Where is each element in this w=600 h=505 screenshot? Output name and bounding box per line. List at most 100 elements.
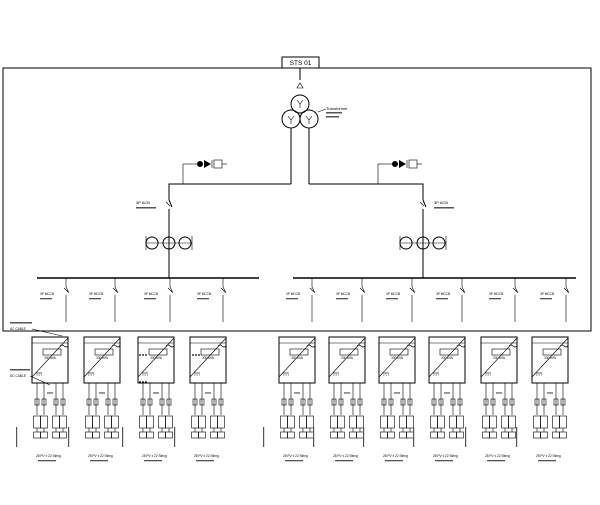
right-branch-line [309,183,424,200]
mccb-rating [436,298,448,300]
string-note [68,427,70,447]
inverter-block: 330 kVA 28 PV x 22 String [313,336,366,462]
left-continuation-dots [139,354,147,383]
mccb-feeder: 3P MCCB [89,277,119,323]
inverter-rating: 330 kVA [391,356,404,360]
mccb-rating [286,298,298,300]
string-note [363,427,365,447]
mccb-rating [540,298,552,300]
mccb-feeder: 3P MCCB [489,277,519,323]
string-power [335,460,353,462]
string-label: 28 PV x 22 String [36,454,61,458]
mccb-label: 3P MCCB [40,292,54,296]
mccb-feeder: 3P MCCB [197,277,227,323]
mccb-rating [197,298,209,300]
mccb-label: 3P MCCB [540,292,554,296]
mccb-rating [40,298,52,300]
string-power [196,460,214,462]
left-mccb-group: 3P MCCB 3P MCCB 3P MCCB 3P MCCB [40,277,227,323]
string-label: 28 PV x 22 String [142,454,167,458]
left-acb-breaker [165,199,173,278]
right-acb-label: 3P ACB [434,200,448,205]
mccb-feeder: 3P MCCB [286,277,316,323]
inverter-block: 330 kVA 28 PV x 22 String [174,336,227,462]
mccb-label: 3P MCCB [436,292,450,296]
mccb-rating [489,298,501,300]
right-metering-cts [399,236,447,250]
right-mccb-group: 3P MCCB 3P MCCB 3P MCCB 3P MCCB 3P MCCB 3P MC… [286,277,570,323]
mccb-label: 3P MCCB [144,292,158,296]
mccb-feeder: 3P MCCB [540,277,570,323]
string-power [285,460,303,462]
string-label: 28 PV x 22 String [536,454,561,458]
inverter-rating: 330 kVA [202,356,215,360]
string-label: 28 PV x 22 String [383,454,408,458]
inverter-rating: 330 kVA [341,356,354,360]
string-label: 28 PV x 22 String [194,454,219,458]
string-note [174,427,176,447]
mccb-feeder: 3P MCCB [40,277,70,323]
string-label: 28 PV x 22 String [333,454,358,458]
inverter-block: 330 kVA 28 PV x 22 String [68,336,121,462]
inverter-rating: 330 kVA [544,356,557,360]
string-label: 28 PV x 22 String [485,454,510,458]
string-note [516,427,518,447]
mccb-label: 3P MCCB [89,292,103,296]
string-power [38,460,56,462]
mccb-feeder: 3P MCCB [336,277,366,323]
left-metering-cts [145,236,193,250]
string-note [465,427,467,447]
inverter-block: 330 kVA 28 PV x 22 String [16,336,69,462]
mccb-feeder: 3P MCCB [436,277,466,323]
transformer-rating-1 [326,112,342,114]
mccb-feeder: 3P MCCB [386,277,416,323]
string-power [487,460,505,462]
string-power [435,460,453,462]
transformer-symbol [281,68,319,184]
mccb-rating [144,298,156,300]
mccb-rating [336,298,348,300]
string-label: 28 PV x 22 String [433,454,458,458]
string-note [263,427,265,447]
ac-cable-callout: AC CABLE [10,322,63,337]
inverter-rating: 330 kVA [291,356,304,360]
station-label: STS 01 [290,60,312,67]
string-note [413,427,415,447]
inverter-array: 330 kVA 28 PV x 22 String 330 kVA 28 PV x 2… [16,336,569,462]
mccb-label: 3P MCCB [386,292,400,296]
string-label: 28 PV x 22 String [283,454,308,458]
transformer-leader [317,108,327,113]
inverter-block: 330 kVA 28 PV x 22 String [263,336,316,462]
dc-cable-label: DC CABLE [10,374,26,378]
inverter-rating: 330 kVA [44,356,57,360]
mccb-rating [386,298,398,300]
transformer-label: Transformer [326,106,348,111]
mccb-label: 3P MCCB [286,292,300,296]
middle-continuation-dots [192,354,200,356]
string-power [90,460,108,462]
mccb-rating [89,298,101,300]
transformer-rating-2 [326,116,339,118]
inverter-block: 330 kVA 28 PV x 22 String [516,336,569,462]
inverter-block: 330 kVA 28 PV x 22 String [363,336,416,462]
string-note [122,427,124,447]
string-label: 28 PV x 22 String [88,454,113,458]
right-surge-arrester [377,159,422,184]
right-acb-breaker [419,199,427,278]
left-acb-rating [136,207,156,209]
inverter-block: 330 kVA 28 PV x 22 String [465,336,518,462]
string-power [538,460,556,462]
mccb-label: 3P MCCB [197,292,211,296]
string-note [313,427,315,447]
left-surge-arrester [182,159,227,184]
mccb-label: 3P MCCB [336,292,350,296]
mccb-feeder: 3P MCCB [144,277,174,323]
inverter-rating: 330 kVA [493,356,506,360]
string-power [385,460,403,462]
ac-cable-label: AC CABLE [10,327,26,331]
inverter-rating: 330 kVA [96,356,109,360]
